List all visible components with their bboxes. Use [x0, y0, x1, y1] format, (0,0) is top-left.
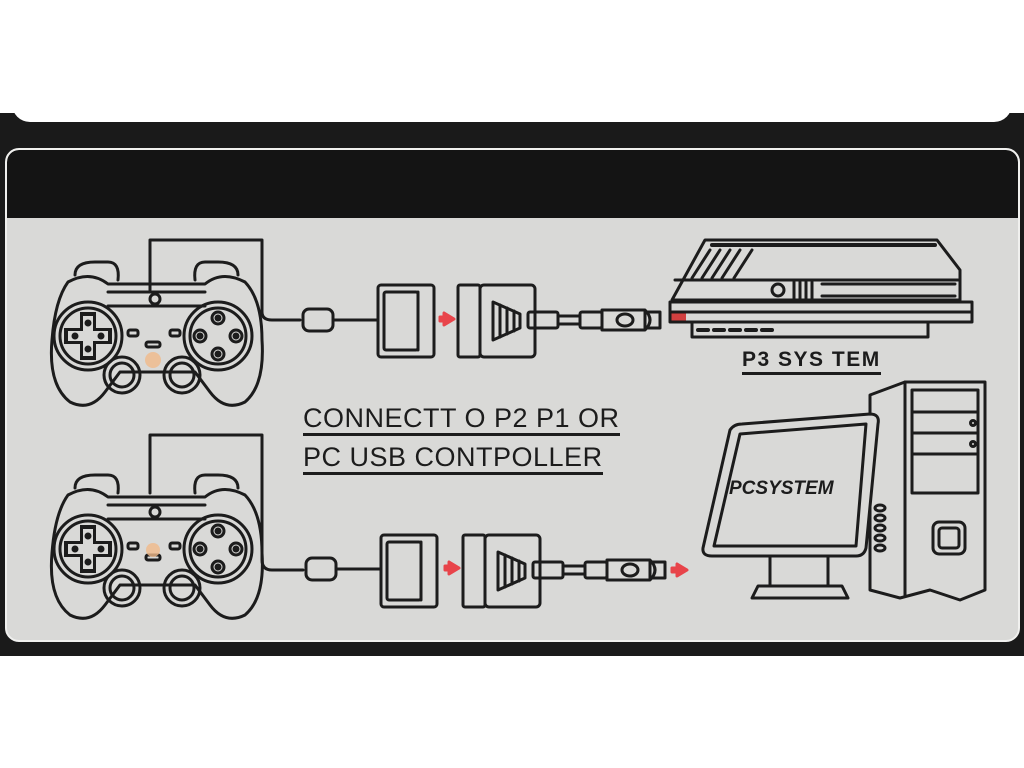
- instruction-line-2: PC USB CONTPOLLER: [303, 442, 603, 475]
- pc-label: PCSYSTEM: [729, 478, 834, 499]
- ps3-console-icon: [668, 238, 974, 339]
- console-label: P3 SYS TEM: [742, 348, 881, 375]
- frame-top-edge: [12, 100, 1012, 122]
- instruction-line-1: CONNECTT O P2 P1 OR: [303, 403, 620, 436]
- panel-header-bar: [7, 150, 1018, 218]
- pc-monitor-icon: [701, 412, 880, 600]
- arrow-left-icon-top: [438, 311, 456, 327]
- connection-instructions: CONNECTT O P2 P1 OR PC USB CONTPOLLER: [303, 400, 620, 478]
- adapter-top: [301, 283, 662, 359]
- port-highlight: [670, 311, 686, 321]
- controller-icon-top: [49, 238, 302, 407]
- controller-icon-bottom: [49, 433, 305, 620]
- adapter-bottom: [304, 533, 667, 609]
- arrow-left-icon-bottom: [443, 560, 461, 576]
- arrow-right-icon: [670, 562, 689, 578]
- pc-tower-icon: [868, 380, 987, 602]
